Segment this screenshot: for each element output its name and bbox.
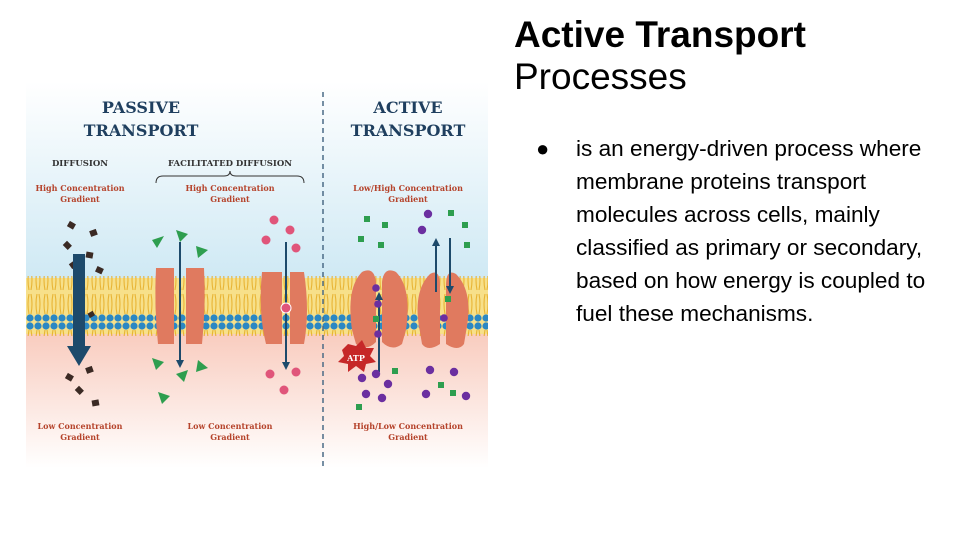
active-green-dots-top — [358, 210, 470, 248]
low-gradient-3-line1: High/Low Concentration — [353, 421, 463, 431]
slide-title-bold: Active Transport — [514, 14, 806, 55]
channel-protein — [155, 242, 205, 368]
low-gradient-1-line2: Gradient — [60, 432, 100, 442]
pink-dots — [261, 215, 301, 395]
diffusion-label: DIFFUSION — [52, 159, 108, 169]
high-gradient-1-line2: Gradient — [60, 194, 100, 204]
atp-badge: ATP — [338, 340, 376, 372]
active-dots-bottom — [356, 365, 471, 410]
passive-title-line2: TRANSPORT — [84, 121, 199, 140]
high-gradient-2-line2: Gradient — [210, 194, 250, 204]
bullet-dot: ● — [536, 136, 550, 161]
high-gradient-3-line2: Gradient — [388, 194, 428, 204]
low-gradient-2-line2: Gradient — [210, 432, 250, 442]
high-gradient-1-line1: High Concentration — [35, 183, 124, 193]
active-dots-in-membrane — [372, 284, 451, 338]
low-gradient-2-line1: Low Concentration — [188, 421, 273, 431]
passive-title-line1: PASSIVE — [102, 98, 180, 117]
carrier-protein — [260, 242, 307, 370]
facilitated-brace — [155, 170, 305, 184]
diffusion-arrow — [67, 254, 91, 366]
lipid-bilayer — [26, 276, 488, 336]
active-title-line1: ACTIVE — [372, 98, 442, 117]
active-purple-dots-top — [417, 209, 433, 235]
slide-title-rest: Processes — [514, 56, 687, 97]
low-gradient-3-line2: Gradient — [388, 432, 428, 442]
transport-diagram: PASSIVE TRANSPORT ACTIVE TRANSPORT DIFFU… — [26, 82, 488, 468]
extracellular-bg — [26, 82, 488, 278]
high-gradient-2-line1: High Concentration — [185, 183, 274, 193]
slide-title: Active Transport Processes — [514, 14, 954, 98]
facilitated-diffusion-label: FACILITATED DIFFUSION — [168, 159, 292, 169]
green-triangles — [152, 230, 208, 404]
primary-pump — [350, 270, 408, 372]
active-title-line2: TRANSPORT — [351, 121, 466, 140]
cotransporter — [417, 238, 469, 348]
bullet-text: is an energy-driven process where membra… — [576, 136, 926, 326]
diffusion-particles-bottom — [64, 365, 100, 407]
atp-label: ATP — [346, 353, 365, 363]
low-gradient-1-line1: Low Concentration — [38, 421, 123, 431]
high-gradient-3-line1: Low/High Concentration — [353, 183, 463, 193]
